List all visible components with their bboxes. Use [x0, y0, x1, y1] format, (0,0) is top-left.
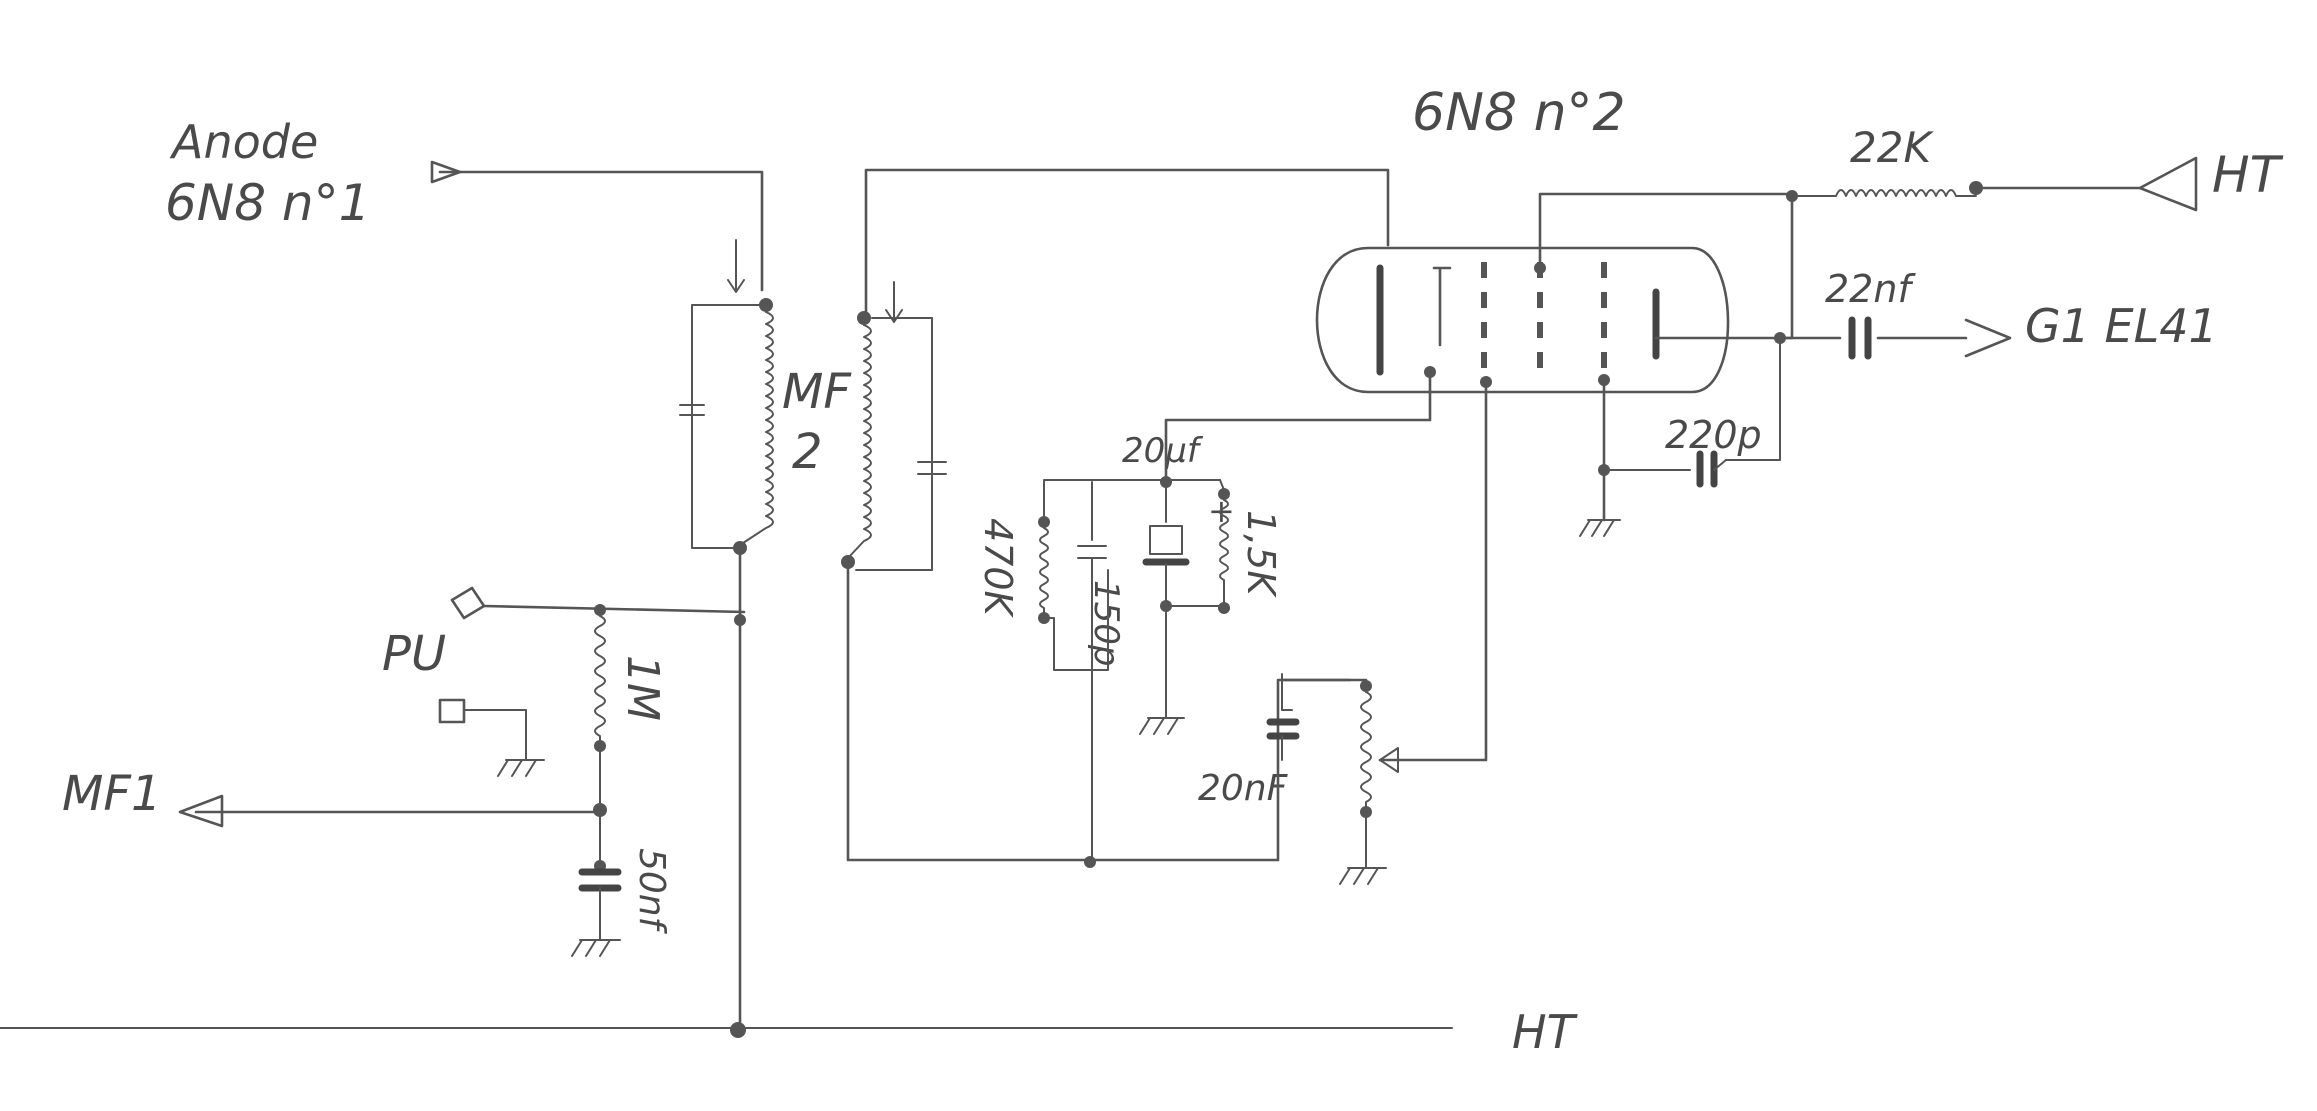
mf1-line [178, 794, 602, 828]
coupling-22nf [1778, 316, 2012, 360]
label-mf2: MF [782, 364, 852, 420]
label-20uf: 20µf [1122, 431, 1204, 471]
label-tube-6n8-2: 6N8 n°2 [1412, 83, 1626, 143]
label-20nf: 20nF [1198, 768, 1289, 809]
capacitor-50nf [571, 815, 622, 957]
label-anode-tube: 6N8 n°1 [165, 174, 370, 232]
label-1m: 1M [617, 655, 668, 721]
feedback-220p [1603, 337, 1781, 488]
label-ht-top: HT [2212, 146, 2284, 204]
label-ht-bottom: HT [1512, 1005, 1579, 1059]
resistor-1m [593, 615, 607, 817]
label-anode: Anode [169, 115, 318, 169]
ht-bus [0, 618, 1453, 1038]
label-22nf: 22nf [1825, 267, 1916, 311]
tube-6n8-2 [1164, 192, 1794, 762]
label-mf1: MF1 [62, 766, 162, 822]
mf2-secondary [841, 168, 1390, 868]
label-g1-el41: G1 EL41 [2025, 299, 2218, 353]
label-470k: 470K [976, 518, 1020, 619]
label-220p: 220p [1665, 413, 1762, 457]
label-50nf: 50nf [631, 848, 672, 935]
label-mf2-number: 2 [792, 424, 823, 480]
pickup-input [438, 586, 746, 777]
anode-wire [430, 160, 764, 293]
volume-potentiometer [1266, 673, 1399, 885]
label-22k: 22K [1850, 123, 1934, 172]
label-1-5k: 1,5K [1239, 510, 1283, 598]
cathode-network [1038, 476, 1230, 861]
label-pu: PU [382, 626, 446, 682]
mf2-primary [679, 298, 774, 617]
